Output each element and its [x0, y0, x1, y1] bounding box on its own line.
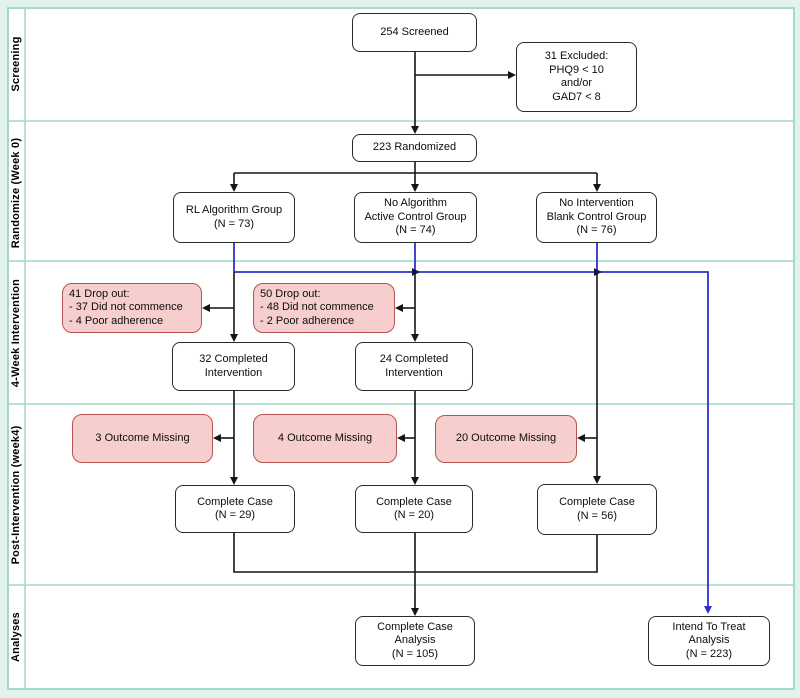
node-completed-rl-line: Intervention	[204, 366, 263, 379]
node-completed-active-line: Intervention	[385, 366, 443, 379]
junction-marks	[412, 268, 602, 276]
node-outcome-missing-active: 4 Outcome Missing	[253, 414, 397, 463]
node-complete-case-analysis-line: Complete Case	[377, 620, 453, 633]
node-excluded-line: and/or	[560, 77, 593, 89]
node-intend-to-treat-line: Intend To Treat	[672, 620, 746, 633]
node-complete-case-analysis-line: (N = 105)	[391, 647, 439, 660]
node-group-blank-control-line: No Intervention	[559, 197, 634, 210]
node-complete-case-blank-line: (N = 56)	[576, 509, 618, 522]
node-randomized: 223 Randomized	[352, 134, 477, 162]
node-complete-case-analysis-line: Analysis	[394, 634, 436, 647]
node-excluded-line: PHQ9 < 10	[549, 63, 604, 76]
black-arrowheads	[202, 71, 601, 616]
black-connectors	[209, 52, 598, 609]
lane-label-analyses: Analyses	[10, 612, 22, 662]
node-dropout-rl-line: - 4 Poor adherence	[69, 314, 164, 327]
node-excluded-line: GAD7 < 8	[552, 90, 601, 103]
node-dropout-active: 50 Drop out:- 48 Did not commence- 2 Poo…	[253, 283, 395, 333]
node-intend-to-treat-line: (N = 223)	[685, 647, 733, 660]
lane-label-randomize-week-0: Randomize (Week 0)	[10, 137, 22, 249]
node-dropout-rl: 41 Drop out:- 37 Did not commence- 4 Poo…	[62, 283, 202, 333]
node-complete-case-active-line: (N = 20)	[393, 509, 435, 521]
node-outcome-missing-active-line: 4 Outcome Missing	[277, 431, 373, 444]
node-group-blank-control-line: Blank Control Group	[546, 210, 647, 223]
node-complete-case-rl-line: Complete Case	[197, 495, 273, 508]
node-group-rl: RL Algorithm Group(N = 73)	[173, 192, 295, 243]
node-screened: 254 Screened	[352, 13, 477, 52]
lane-label-screening: Screening	[10, 36, 22, 92]
node-dropout-active-line: 50 Drop out:	[260, 287, 321, 300]
node-outcome-missing-blank: 20 Outcome Missing	[435, 415, 577, 463]
node-dropout-rl-line: - 37 Did not commence	[69, 301, 183, 314]
node-complete-case-blank-line: Complete Case	[559, 496, 635, 508]
node-screened-line: 254 Screened	[380, 25, 449, 38]
node-complete-case-rl-line: (N = 29)	[214, 509, 256, 521]
lane-label-4-week-intervention: 4-Week Intervention	[10, 278, 22, 388]
node-complete-case-active-line: Complete Case	[376, 495, 452, 508]
node-completed-active-line: 24 Completed	[379, 353, 449, 365]
lane-label-post-intervention-week4: Post-Intervention (week4)	[10, 425, 22, 565]
node-intend-to-treat-line: Analysis	[688, 634, 730, 647]
node-outcome-missing-rl-line: 3 Outcome Missing	[95, 431, 190, 444]
node-group-blank-control-line: (N = 76)	[576, 224, 617, 237]
itt-blue-arrowheads	[704, 606, 712, 614]
node-group-rl-line: RL Algorithm Group	[185, 204, 283, 216]
node-randomized-line: 223 Randomized	[372, 141, 457, 154]
node-group-active-control-line: No Algorithm	[384, 197, 447, 210]
node-complete-case-rl: Complete Case(N = 29)	[175, 485, 295, 533]
node-complete-case-active: Complete Case(N = 20)	[355, 485, 473, 533]
node-group-active-control-line: (N = 74)	[395, 224, 436, 237]
node-dropout-rl-line: 41 Drop out:	[69, 287, 130, 300]
node-outcome-missing-rl: 3 Outcome Missing	[72, 414, 213, 463]
node-complete-case-blank: Complete Case(N = 56)	[537, 484, 657, 535]
node-group-active-control-line: Active Control Group	[364, 210, 467, 223]
node-dropout-active-line: - 48 Did not commence	[260, 301, 374, 314]
node-excluded-line: 31 Excluded:	[544, 50, 609, 62]
node-outcome-missing-blank-line: 20 Outcome Missing	[455, 432, 557, 445]
node-dropout-active-line: - 2 Poor adherence	[260, 314, 355, 327]
node-completed-rl-line: 32 Completed	[199, 353, 268, 365]
node-group-rl-line: (N = 73)	[213, 217, 255, 230]
itt-blue-path	[233, 242, 709, 608]
